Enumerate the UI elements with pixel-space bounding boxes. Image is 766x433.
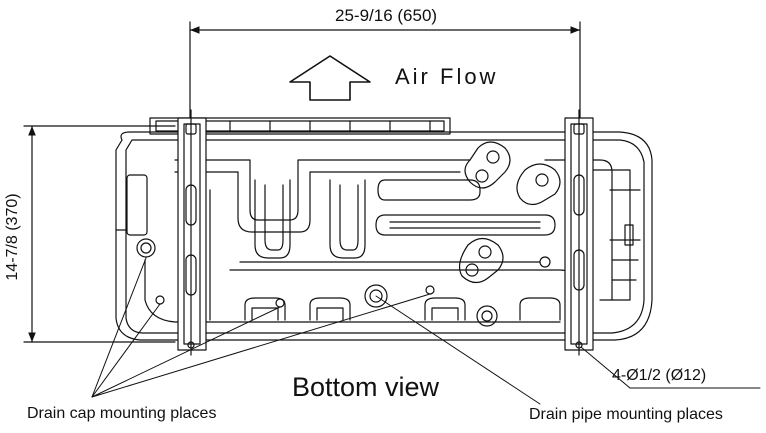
drain-pipe-opening xyxy=(364,284,498,327)
hanger-plate-2 xyxy=(516,163,561,206)
drain-cap-left xyxy=(136,238,156,258)
drain-pipe-leader xyxy=(375,295,541,405)
drain-pipe-callout: Drain pipe mounting places xyxy=(529,406,723,423)
hole-note-label: 4-Ø1/2 (Ø12) xyxy=(612,367,707,384)
left-mounting-bracket xyxy=(177,109,207,356)
airflow-arrow xyxy=(289,55,371,101)
right-mounting-bracket xyxy=(564,109,594,356)
width-dimension xyxy=(189,21,581,119)
drain-cap-leaders xyxy=(91,257,431,398)
drain-cap-callout: Drain cap mounting places xyxy=(27,405,217,422)
height-dimension xyxy=(23,125,176,343)
height-dimension-label: 14-7/8 (370) xyxy=(4,193,21,281)
hole-note-leader xyxy=(580,346,761,389)
hanger-plate-3 xyxy=(458,237,504,284)
internal-structure xyxy=(144,159,641,323)
bottom-cups xyxy=(155,256,561,321)
airflow-label: Air Flow xyxy=(395,64,499,89)
width-dimension-label: 25-9/16 (650) xyxy=(335,6,438,25)
view-title: Bottom view xyxy=(292,372,440,402)
hanger-plate-1 xyxy=(464,141,511,189)
unit-housing xyxy=(115,131,653,341)
